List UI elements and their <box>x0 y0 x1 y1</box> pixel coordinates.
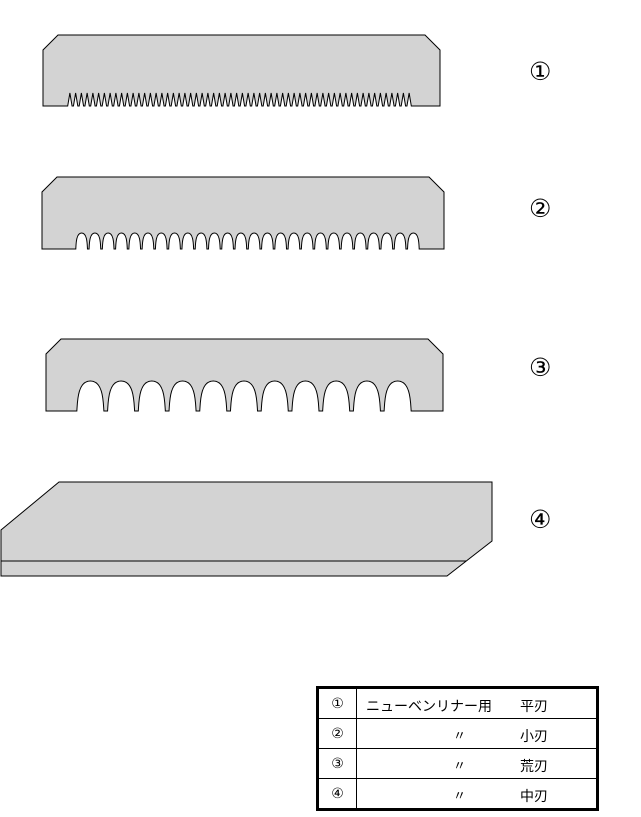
legend-row-3-marker: ③ <box>317 748 357 779</box>
blade-3-coarse-teeth <box>45 338 444 412</box>
legend-product-name: ニューベンリナー用 <box>366 699 492 715</box>
legend-ditto-mark: 〃 <box>453 759 467 774</box>
blade-3-marker: ③ <box>529 353 552 382</box>
legend-row: ① ニューベンリナー用 平刃 <box>317 687 598 719</box>
legend-blade-type: 平刃 <box>520 699 548 715</box>
blade-1-fine-serrated <box>42 34 441 107</box>
blade-4-marker: ④ <box>529 505 552 534</box>
blade-2-small-teeth <box>41 176 445 250</box>
legend-row: ④ 〃 中刃 <box>317 778 598 810</box>
legend-row-2-marker: ② <box>317 718 357 749</box>
legend-row-4-marker: ④ <box>317 778 357 810</box>
legend-row-1-marker: ① <box>317 687 357 719</box>
legend-blade-type: 中刃 <box>520 789 548 805</box>
legend-ditto-mark: 〃 <box>453 729 467 744</box>
legend-row-1-desc: ニューベンリナー用 平刃 <box>356 687 598 719</box>
legend-row: ③ 〃 荒刃 <box>317 748 598 779</box>
legend-ditto-mark: 〃 <box>453 789 467 804</box>
legend-row-3-desc: 〃 荒刃 <box>356 748 598 779</box>
legend-row-4-desc: 〃 中刃 <box>356 778 598 810</box>
legend-row-2-desc: 〃 小刃 <box>356 718 598 749</box>
blade-1-marker: ① <box>529 57 552 86</box>
legend-blade-type: 荒刃 <box>520 759 548 775</box>
legend-row: ② 〃 小刃 <box>317 718 598 749</box>
legend-blade-type: 小刃 <box>520 729 548 745</box>
blade-2-marker: ② <box>529 194 552 223</box>
blade-4-straight-beveled <box>0 481 493 577</box>
legend-table: ① ニューベンリナー用 平刃 ② 〃 小刃 ③ 〃 荒刃 ④ 〃 中刃 <box>316 686 599 811</box>
